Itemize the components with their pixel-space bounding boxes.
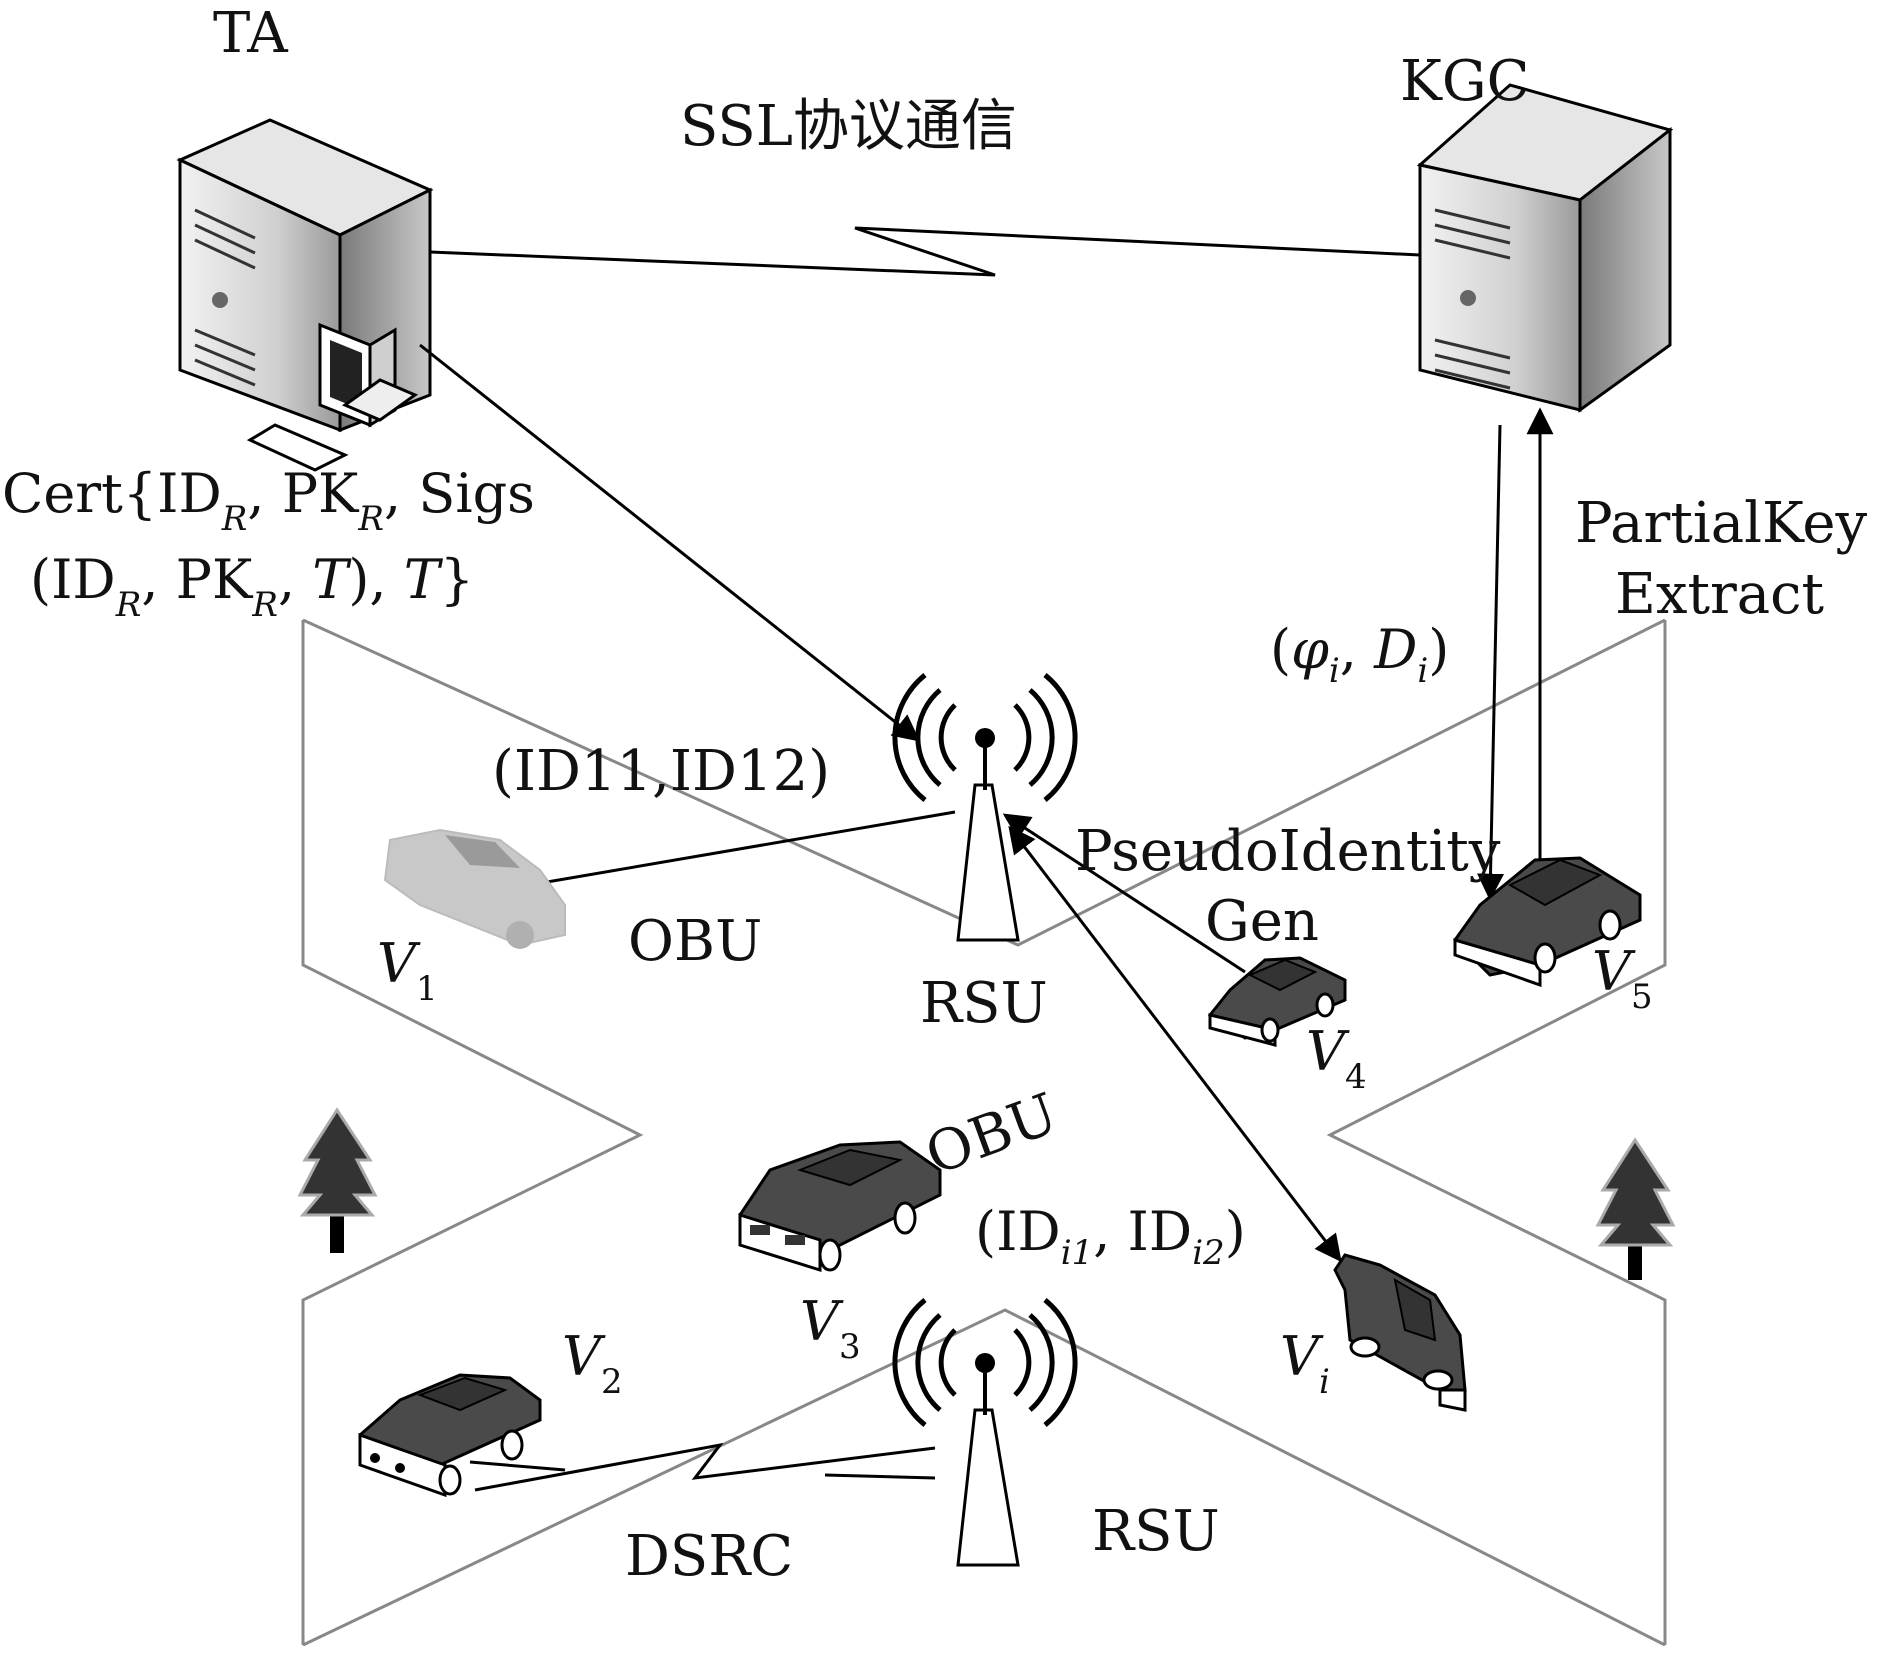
vehicle-v2-icon — [358, 1373, 542, 1498]
vehicle-v1-icon — [383, 828, 566, 949]
idi-label: (IDi1, IDi2) — [975, 1200, 1246, 1273]
partial-key-label-1: PartialKey — [1575, 491, 1868, 556]
v5-label: V5 — [1592, 940, 1653, 1017]
obu-label-mid: OBU — [918, 1081, 1066, 1188]
v4-label: V4 — [1306, 1020, 1367, 1097]
rsu-label-top: RSU — [920, 971, 1048, 1036]
vehicle-v4-icon — [1207, 956, 1347, 1047]
vi-label: Vi — [1280, 1325, 1330, 1402]
rsu-vi-arrow — [1008, 825, 1342, 1263]
kgc-to-v5-arrow — [1477, 424, 1505, 901]
vehicle-v5-icon — [1453, 856, 1642, 988]
ta-to-rsu-arrow — [419, 343, 921, 742]
tree-icon-left — [297, 1107, 378, 1253]
tree-icon-right — [1595, 1137, 1676, 1280]
pseudo-identity-label-1: PseudoIdentity — [1075, 819, 1501, 884]
pseudo-identity-label-2: Gen — [1205, 889, 1319, 954]
phi-d-label: (φi, Di) — [1270, 618, 1449, 691]
partial-key-label-2: Extract — [1615, 562, 1824, 627]
dsrc-label: DSRC — [625, 1524, 793, 1589]
id11-id12-label: (ID11,ID12) — [492, 739, 830, 804]
vehicle-v3-icon — [738, 1140, 942, 1273]
ssl-link — [429, 226, 1421, 277]
vehicle-vi-icon — [1333, 1253, 1467, 1412]
v1-label: V1 — [377, 932, 438, 1009]
cert-line-1: Cert{IDR, PKR, Sigs — [2, 462, 535, 539]
ta-server — [176, 118, 434, 472]
v3-label: V3 — [800, 1290, 861, 1367]
kgc-server — [1416, 83, 1674, 413]
rsu-tower-bottom — [892, 1298, 1078, 1567]
v2-label: V2 — [562, 1325, 623, 1402]
rsu-tower-top — [892, 673, 1078, 942]
rsu-label-bottom: RSU — [1092, 1499, 1220, 1564]
pc-terminal-icon — [246, 322, 419, 472]
obu-label-top: OBU — [628, 909, 762, 974]
rsu-to-v1-arrow — [509, 810, 956, 898]
kgc-label: KGC — [1400, 49, 1529, 114]
ta-label: TA — [213, 1, 288, 66]
cert-line-2: (IDR, PKR, T), T} — [30, 548, 474, 625]
dsrc-link — [474, 1442, 936, 1492]
ssl-label: SSL协议通信 — [680, 94, 1017, 159]
